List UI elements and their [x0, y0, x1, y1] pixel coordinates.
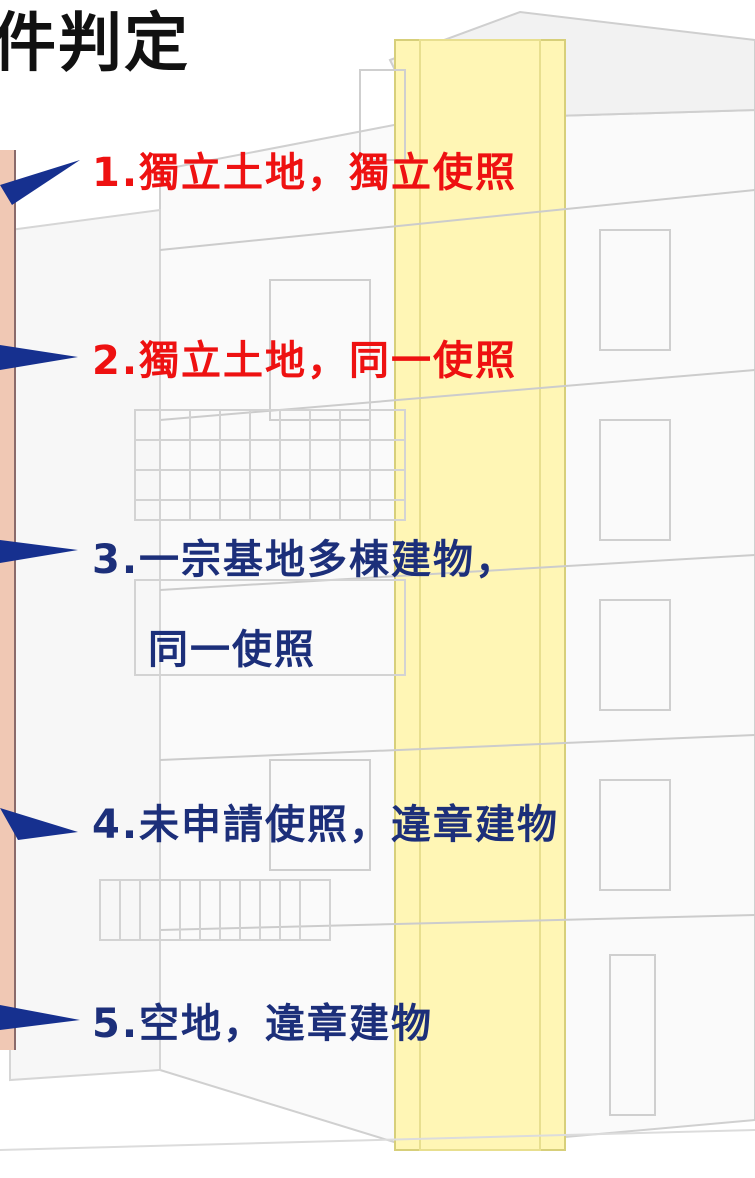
arrow-right-icon: [0, 808, 78, 840]
item-prefix: 3.: [92, 537, 140, 583]
item-text: 未申請使照，違章建物: [139, 802, 560, 848]
arrows-layer: [0, 160, 80, 1030]
item-text: 空地，違章建物: [139, 1001, 434, 1047]
list-item: 同一使照: [148, 617, 316, 675]
item-text: 一宗基地多棟建物，: [139, 537, 518, 583]
item-prefix: 5.: [92, 1001, 140, 1047]
arrow-right-icon: [0, 1005, 80, 1030]
arrow-right-icon: [0, 345, 78, 370]
arrow-right-icon: [0, 540, 78, 563]
item-text: 獨立土地，同一使照: [139, 338, 518, 384]
list-item: 3.一宗基地多棟建物，: [92, 527, 517, 585]
arrow-right-icon: [0, 160, 80, 205]
item-text: 同一使照: [148, 627, 316, 673]
item-text: 獨立土地，獨立使照: [139, 150, 518, 196]
list-item: 1.獨立土地，獨立使照: [92, 140, 517, 198]
list-item: 5.空地，違章建物: [92, 991, 433, 1049]
item-prefix: 4.: [92, 802, 140, 848]
list-item: 4.未申請使照，違章建物: [92, 792, 559, 850]
page-title: 件判定: [0, 7, 190, 81]
item-prefix: 1.: [92, 150, 140, 196]
list-item: 2.獨立土地，同一使照: [92, 328, 517, 386]
item-prefix: 2.: [92, 338, 140, 384]
